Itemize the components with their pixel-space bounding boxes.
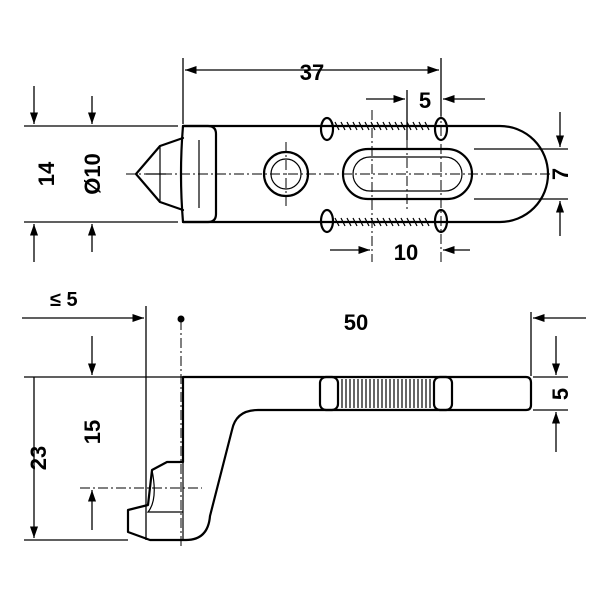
top-collar — [179, 124, 218, 224]
dim-50: 50 — [344, 310, 368, 335]
knurl-boss-bottom-right — [433, 208, 449, 234]
knurl-boss-bottom-left — [319, 208, 335, 234]
knurl-hatch-bottom — [334, 217, 430, 227]
knurl-collar-right — [432, 375, 454, 412]
knurl-hatch-top — [334, 121, 430, 131]
side-profile — [126, 375, 533, 542]
top-view — [126, 90, 552, 262]
dim-14: 14 — [34, 161, 59, 186]
knurl-boss-top-left — [319, 116, 335, 142]
dim-37: 37 — [300, 60, 324, 85]
dim-10-slot: 10 — [394, 240, 418, 265]
side-dimensions — [22, 306, 586, 541]
dim-15: 15 — [80, 420, 105, 444]
side-view — [80, 315, 533, 548]
dim-max-5: ≤ 5 — [50, 289, 78, 311]
dim-5-thickness: 5 — [548, 388, 573, 400]
knurl-lines-side — [341, 379, 431, 408]
dim-diameter-10: Ø10 — [80, 153, 105, 195]
dim-7: 7 — [548, 168, 573, 180]
dim-5-slot-offset: 5 — [419, 88, 431, 113]
dim-23: 23 — [26, 446, 51, 470]
top-dimensions — [24, 58, 568, 262]
knurl-collar-left — [318, 375, 340, 412]
